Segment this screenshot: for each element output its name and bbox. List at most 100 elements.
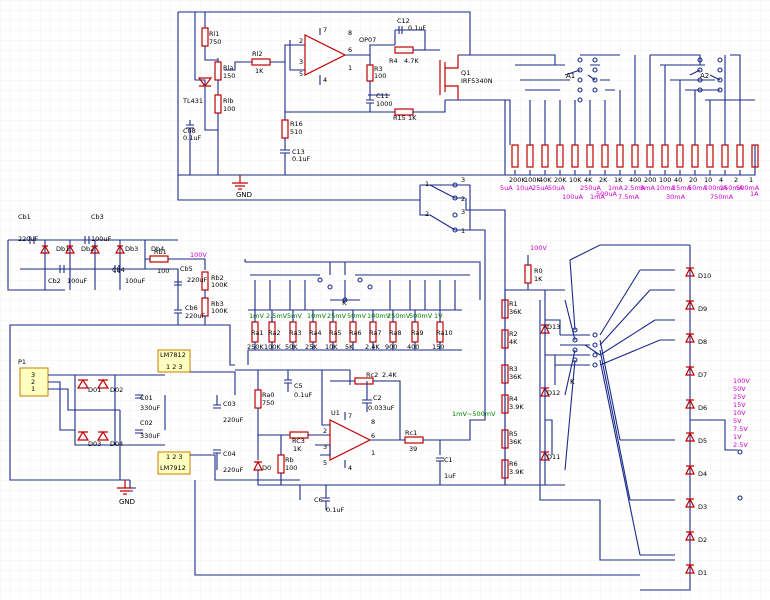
value-r16: 510 xyxy=(290,128,302,136)
current-resistor-label-0: 200K xyxy=(509,176,526,184)
current-range2-2: 7.5mA xyxy=(618,193,640,201)
pin-u1-8: 8 xyxy=(371,418,375,426)
current-resistor-8 xyxy=(631,144,639,168)
label-q1: Q1 xyxy=(461,69,470,77)
current-resistor-label-11: 40 xyxy=(674,176,682,184)
value-cb2: 100uF xyxy=(67,277,88,285)
voltage-resistor-name-3: Ra4 xyxy=(309,329,322,337)
voltage-resistor-val-9: 150 xyxy=(432,343,444,351)
zener-resistor-r3 xyxy=(501,364,509,384)
label-ra0: Ra0 xyxy=(262,391,275,399)
value-rc2: 2.4K xyxy=(382,371,397,379)
zener-resistor-r4 xyxy=(501,394,509,414)
voltage-range-3: 10mV xyxy=(307,312,327,320)
zener-chain-d10 xyxy=(685,266,695,277)
pin-op-7: 7 xyxy=(323,26,327,34)
value-q1: IRF5340N xyxy=(461,77,493,85)
voltage-resistor-name-6: Ra7 xyxy=(369,329,382,337)
value-rl1: 750 xyxy=(209,38,221,46)
label-rc1: Rc1 xyxy=(405,429,417,437)
value-c5: 0.1uF xyxy=(294,391,312,399)
label-p1: P1 xyxy=(18,358,26,366)
label-r15: R15 xyxy=(393,114,406,122)
zener-res-val-2: 36K xyxy=(509,373,522,381)
label-rc3: RC3 xyxy=(292,437,305,445)
label-op07: OP07 xyxy=(359,36,376,44)
current-range-3: 50uA xyxy=(548,184,565,192)
value-cb1: 220uF xyxy=(18,235,39,243)
current-switch-bank xyxy=(505,54,759,176)
current-range2-0: 100uA xyxy=(562,193,584,201)
label-c2: C2 xyxy=(373,394,382,402)
zener-res-name-3: R4 xyxy=(509,395,518,403)
voltage-resistor-name-8: Ra9 xyxy=(411,329,424,337)
switch-a1 xyxy=(564,57,598,103)
current-resistor-7 xyxy=(616,144,624,168)
label-r0: R0 xyxy=(534,267,543,275)
label-c5: C5 xyxy=(294,382,303,390)
regulator-lm7812 xyxy=(157,349,191,373)
pin-op-8: 8 xyxy=(348,29,352,37)
voltage-range-1: 2.5mV xyxy=(266,312,288,320)
value-c04: 220uF xyxy=(223,466,244,474)
current-resistor-row xyxy=(511,144,759,168)
label-lm7912: LM7912 xyxy=(160,464,186,472)
voltage-range-6: 100mV xyxy=(367,312,391,320)
zener-chain-label-6: D4 xyxy=(698,470,707,478)
label-switch-a2: A2 xyxy=(700,72,709,80)
label-r4: R4 xyxy=(389,57,398,65)
label-d0: D0 xyxy=(262,464,271,472)
value-c11: 1000 xyxy=(376,100,393,108)
label-c6: C6 xyxy=(314,496,323,504)
mosfet-q1 xyxy=(439,55,459,100)
current-range2-3: 30mA xyxy=(666,193,686,201)
voltage-resistor-name-5: Ra6 xyxy=(349,329,362,337)
voltage-resistor-val-4: 10K xyxy=(325,343,338,351)
value-rc3: 1K xyxy=(293,445,302,453)
pin-u1-3: 3 xyxy=(323,443,327,451)
zener-section-labels: 100V R0 1K D13 D12 D11 K R136KR24KR336KR… xyxy=(509,244,750,577)
charge-pump-labels: Cb1 220uF Db1 Db2 Cb3 100uF Db3 Db4 Cb2 … xyxy=(18,213,228,320)
value-c13: 0.1uF xyxy=(292,155,310,163)
ground-symbol-bottom xyxy=(117,480,133,495)
current-resistor-5 xyxy=(586,144,594,168)
label-c13: C13 xyxy=(292,148,305,156)
output-voltage-1: 50V xyxy=(733,385,746,393)
label-rl2: Rl2 xyxy=(252,50,262,58)
value-r4: 4.7K xyxy=(404,57,419,65)
regulator-lm7912 xyxy=(157,451,191,475)
output-voltage-7: 1V xyxy=(733,433,742,441)
voltage-resistor-name-0: Ra1 xyxy=(251,329,264,337)
zener-chain-d4 xyxy=(685,464,695,475)
current-resistor-2 xyxy=(541,144,549,168)
current-range2-4: 750mA xyxy=(710,193,734,201)
voltage-range-9: 1V xyxy=(434,312,443,320)
label-rb3: Rb3 xyxy=(211,300,224,308)
current-resistor-11 xyxy=(676,144,684,168)
label-db3: Db3 xyxy=(125,245,138,253)
voltage-range-2: 5mV xyxy=(287,312,302,320)
current-range-8: 5mA xyxy=(640,184,655,192)
value-rb2: 100K xyxy=(211,281,228,289)
zener-res-name-5: R6 xyxy=(509,460,518,468)
value-r0: 1K xyxy=(534,275,543,283)
label-rla: Rla xyxy=(223,64,233,72)
value-c2: 0.033uF xyxy=(368,404,395,412)
zener-res-name-2: R3 xyxy=(509,365,518,373)
pin-sw-b: 3 xyxy=(461,176,465,184)
current-resistor-14 xyxy=(721,144,729,168)
voltage-resistor-val-6: 2.4K xyxy=(365,343,380,351)
value-c12: 0.1uF xyxy=(408,24,426,32)
label-tl431: TL431 xyxy=(182,97,203,105)
pin-op-3: 3 xyxy=(299,58,303,66)
current-resistor-label-13: 10 xyxy=(704,176,712,184)
value-c02: 330uF xyxy=(140,432,161,440)
label-db2: Db2 xyxy=(81,245,94,253)
pin-sw-e: 3 xyxy=(461,208,465,216)
voltage-resistor-name-9: Ra10 xyxy=(436,329,453,337)
current-resistor-6 xyxy=(601,144,609,168)
current-resistor-4 xyxy=(571,144,579,168)
